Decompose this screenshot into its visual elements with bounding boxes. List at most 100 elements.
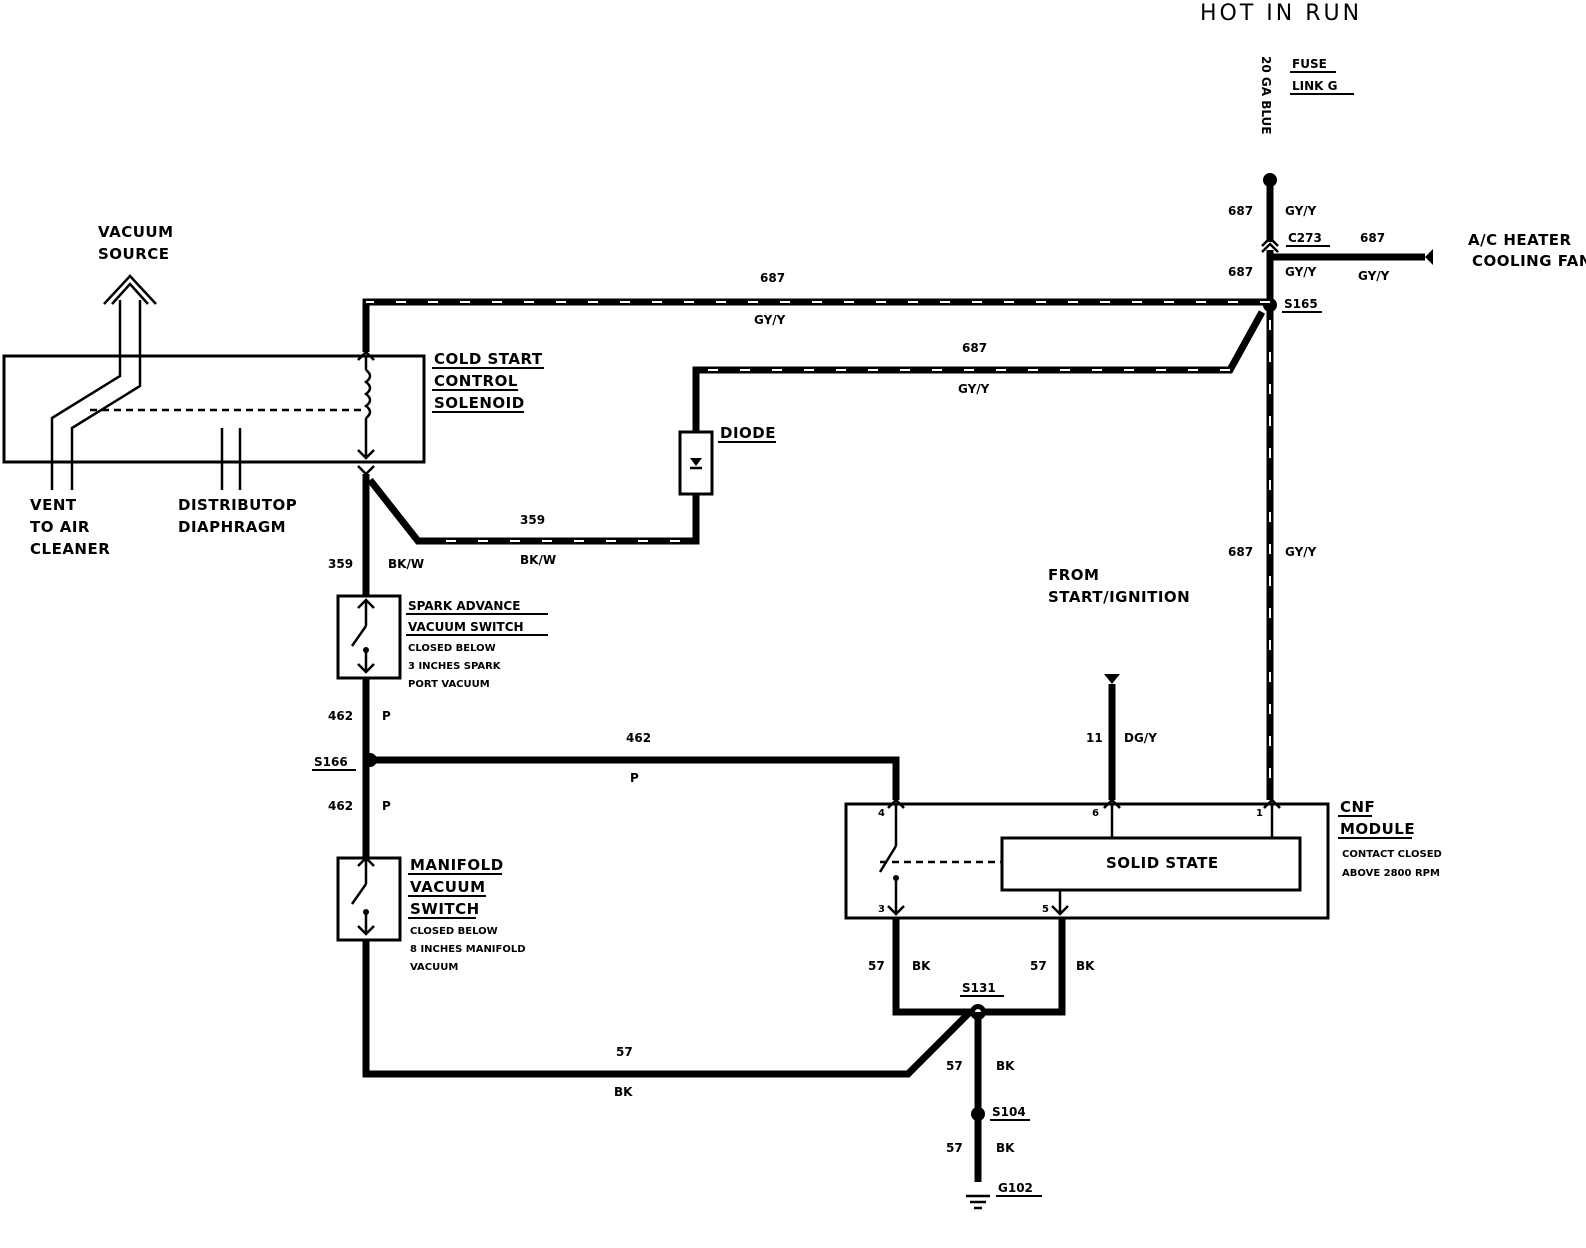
w359-color: BK/W [388, 557, 424, 571]
manifold-switch-contacts [350, 856, 375, 936]
s131-label: S131 [962, 981, 996, 995]
w57-left-color: BK [912, 959, 931, 973]
spark-switch-label-4: 3 INCHES SPARK [408, 661, 502, 672]
s104-splice-dot [971, 1107, 985, 1121]
w57-s131-number: 57 [946, 1059, 963, 1073]
w57-left-number: 57 [868, 959, 885, 973]
cnf-pin-3: 3 [878, 904, 885, 915]
top-wire-number: 687 [760, 271, 785, 285]
cold-start-label-3: SOLENOID [434, 394, 525, 412]
cnf-pin-6: 6 [1092, 808, 1099, 819]
cnf-label-1: CNF [1340, 798, 1375, 816]
vent-label-2: TO AIR [30, 518, 90, 536]
diode-label: DIODE [720, 424, 776, 442]
ac-heater-label-1: A/C HEATER [1468, 231, 1572, 249]
manifold-switch-box [336, 856, 402, 942]
w57-bottom-color: BK [614, 1085, 633, 1099]
spark-switch-contacts [350, 598, 375, 674]
ac-heater-label-2: COOLING FAN [1472, 252, 1586, 270]
solid-state-box [1000, 836, 1302, 892]
hot-in-run-label: HOT IN RUN [1200, 1, 1362, 26]
wire-687-lower-color: GY/Y [1285, 265, 1317, 279]
w359-upper-number: 359 [520, 513, 545, 527]
from-start-label-2: START/IGNITION [1048, 588, 1190, 606]
g102-label: G102 [998, 1181, 1033, 1195]
right-wire-number: 687 [1228, 545, 1253, 559]
cnf-pin-1: 1 [1256, 808, 1263, 819]
c273-connector [1261, 236, 1279, 253]
w57-s104-color: BK [996, 1141, 1015, 1155]
ac-wire-number: 687 [1360, 231, 1385, 245]
spark-switch-label-3: CLOSED BELOW [408, 643, 496, 654]
manifold-label-3: SWITCH [410, 900, 480, 918]
solid-state-label: SOLID STATE [1106, 854, 1219, 872]
ac-heater-arrow [1425, 249, 1433, 265]
diode-symbol [690, 458, 702, 466]
w11-number: 11 [1086, 731, 1103, 745]
cnf-internal-switch [878, 798, 1281, 916]
w462-lower-number: 462 [328, 799, 353, 813]
c273-label: C273 [1288, 231, 1322, 245]
w462-lower-color: P [382, 799, 391, 813]
fuse-link-label-2: LINK G [1292, 79, 1337, 93]
cnf-label-4: ABOVE 2800 RPM [1342, 868, 1440, 879]
cold-start-label-2: CONTROL [434, 372, 518, 390]
distributor-label-2: DIAPHRAGM [178, 518, 286, 536]
cnf-label-2: MODULE [1340, 820, 1415, 838]
w462-cnf-color: P [630, 771, 639, 785]
solenoid-coil [357, 350, 375, 476]
vacuum-tubes [50, 300, 362, 490]
ac-wire-color: GY/Y [1358, 269, 1390, 283]
s166-label: S166 [314, 755, 348, 769]
manifold-label-6: VACUUM [410, 962, 458, 973]
wire-57-bottom [362, 940, 973, 1078]
vent-label-1: VENT [30, 496, 77, 514]
fuse-gauge-label: 20 GA BLUE [1259, 56, 1273, 135]
spark-switch-label-2: VACUUM SWITCH [408, 620, 524, 634]
w462-cnf-number: 462 [626, 731, 651, 745]
right-wire-color: GY/Y [1285, 545, 1317, 559]
manifold-label-2: VACUUM [410, 878, 486, 896]
manifold-label-5: 8 INCHES MANIFOLD [410, 944, 526, 955]
w462-upper-number: 462 [328, 709, 353, 723]
manifold-label-1: MANIFOLD [410, 856, 504, 874]
w11-color: DG/Y [1124, 731, 1157, 745]
start-ignition-arrow [1104, 674, 1120, 684]
wire-687-lower-number: 687 [1228, 265, 1253, 279]
wire-687-diode [692, 310, 1266, 432]
ground-symbol [966, 1194, 990, 1210]
vacuum-source-label-2: SOURCE [98, 245, 170, 263]
manifold-label-4: CLOSED BELOW [410, 926, 498, 937]
spark-switch-label-1: SPARK ADVANCE [408, 599, 520, 613]
wire-687-upper-color: GY/Y [1285, 204, 1317, 218]
w462-upper-color: P [382, 709, 391, 723]
vacuum-source-label-1: VACUUM [98, 223, 174, 241]
fuse-link-label-1: FUSE [1292, 57, 1327, 71]
s104-label: S104 [992, 1105, 1026, 1119]
mid-wire-number: 687 [962, 341, 987, 355]
from-start-label-1: FROM [1048, 566, 1099, 584]
w57-right-number: 57 [1030, 959, 1047, 973]
spark-advance-switch-box [336, 594, 402, 680]
wire-462-cnf [370, 756, 900, 800]
w57-s104-number: 57 [946, 1141, 963, 1155]
w57-s131-color: BK [996, 1059, 1015, 1073]
top-wire-color: GY/Y [754, 313, 786, 327]
cnf-pin-4: 4 [878, 808, 885, 819]
w57-right-color: BK [1076, 959, 1095, 973]
wire-687-upper-number: 687 [1228, 204, 1253, 218]
cold-start-label-1: COLD START [434, 350, 543, 368]
wire-687-top [362, 298, 1270, 352]
w359-upper-color: BK/W [520, 553, 556, 567]
distributor-label-1: DISTRIBUTOP [178, 496, 297, 514]
cnf-label-3: CONTACT CLOSED [1342, 849, 1442, 860]
w359-number: 359 [328, 557, 353, 571]
spark-switch-label-5: PORT VACUUM [408, 679, 490, 690]
wire-359-diode [367, 477, 700, 545]
vent-label-3: CLEANER [30, 540, 110, 558]
s165-label: S165 [1284, 297, 1318, 311]
cnf-pin-5: 5 [1042, 904, 1049, 915]
vacuum-source-arrow [103, 274, 157, 305]
mid-wire-color: GY/Y [958, 382, 990, 396]
